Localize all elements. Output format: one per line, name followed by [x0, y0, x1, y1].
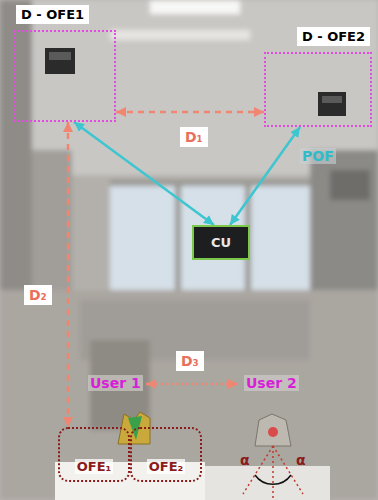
node-label: CU — [211, 235, 231, 250]
angle-label: α — [240, 452, 250, 468]
node-label: D - OFE2 — [297, 27, 370, 46]
detector-lens — [49, 52, 71, 60]
distance-label: D₃ — [176, 351, 204, 371]
control-unit-box: CU — [192, 225, 250, 260]
distance-label: D₁ — [180, 127, 208, 147]
front-end-zone: OFE₂ — [130, 427, 202, 482]
user-label: User 2 — [244, 375, 299, 391]
fiber-label: POF — [300, 148, 336, 164]
distance-arrow — [116, 111, 264, 114]
user-device — [255, 414, 291, 446]
angle-label: α — [296, 452, 306, 468]
distance-arrow — [67, 122, 70, 427]
front-end-zone: OFE₁ — [58, 427, 130, 482]
detector-zone: D - OFE1 — [14, 30, 116, 122]
node-label: OFE₁ — [75, 459, 114, 474]
angle-axis — [272, 446, 274, 498]
detector-lens — [322, 96, 342, 103]
user-device-detail — [268, 427, 278, 437]
detector-device — [318, 92, 346, 116]
fiber-link — [74, 122, 214, 225]
angle-arc — [255, 475, 291, 484]
node-label: D - OFE1 — [16, 5, 89, 24]
distance-arrow — [146, 383, 238, 386]
detector-zone: D - OFE2 — [264, 52, 372, 127]
detector-device — [45, 48, 75, 74]
node-label: OFE₂ — [147, 459, 186, 474]
cabinet — [205, 466, 330, 500]
fiber-link — [230, 127, 300, 225]
distance-label: D₂ — [24, 285, 52, 305]
user-label: User 1 — [88, 375, 143, 391]
